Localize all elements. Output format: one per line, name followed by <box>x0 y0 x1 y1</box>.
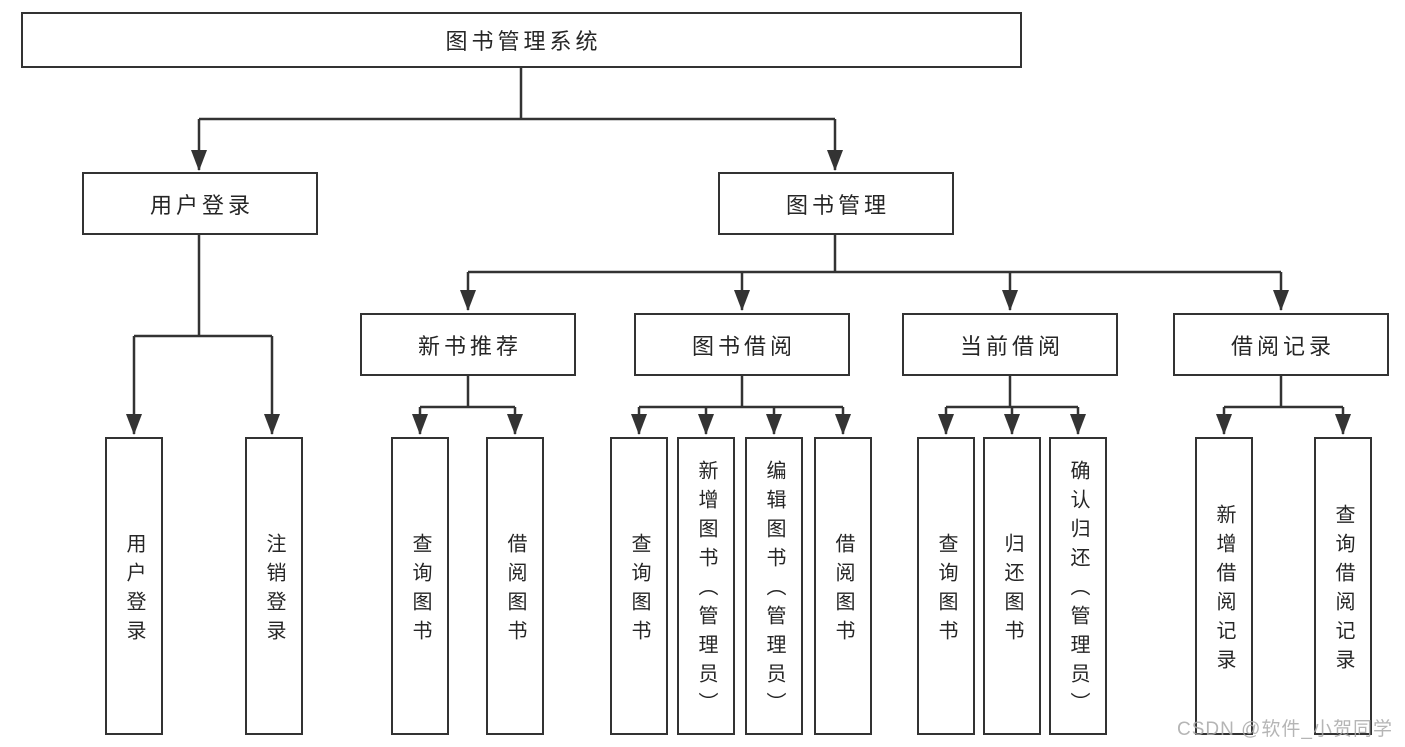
node-label: 新书推荐 <box>417 333 522 359</box>
node-current-borrowing: 当前借阅 <box>902 313 1118 376</box>
node-label: 确认归还（管理员） <box>1067 460 1089 721</box>
node-label: 借阅图书 <box>832 532 854 649</box>
leaf-borrow-books: 借阅图书 <box>814 437 872 735</box>
node-label: 注销登录 <box>263 532 285 649</box>
node-label: 图书借阅 <box>691 333 796 359</box>
leaf-borrow-books: 借阅图书 <box>486 437 544 735</box>
node-new-book-recommendation: 新书推荐 <box>360 313 576 376</box>
node-label: 图书管理 <box>785 192 890 218</box>
leaf-confirm-return-admin: 确认归还（管理员） <box>1049 437 1107 735</box>
node-label: 归还图书 <box>1001 532 1023 649</box>
node-label: 借阅记录 <box>1230 333 1335 359</box>
node-label: 当前借阅 <box>959 333 1064 359</box>
leaf-logout: 注销登录 <box>245 437 303 735</box>
node-label: 查询借阅记录 <box>1332 503 1354 678</box>
leaf-edit-book-admin: 编辑图书（管理员） <box>745 437 803 735</box>
node-label: 图书管理系统 <box>445 29 602 54</box>
leaf-return-book: 归还图书 <box>983 437 1041 735</box>
node-label: 查询图书 <box>628 532 650 649</box>
node-label: 编辑图书（管理员） <box>763 460 785 721</box>
node-user-login: 用户登录 <box>82 172 318 235</box>
leaf-add-borrow-record: 新增借阅记录 <box>1195 437 1253 735</box>
node-label: 查询图书 <box>409 532 431 649</box>
leaf-query-borrow-record: 查询借阅记录 <box>1314 437 1372 735</box>
node-label: 新增借阅记录 <box>1213 503 1235 678</box>
csdn-watermark: CSDN @软件_小贺同学 <box>1177 719 1393 740</box>
node-label: 用户登录 <box>149 192 254 218</box>
leaf-query-books: 查询图书 <box>917 437 975 735</box>
node-borrowing-records: 借阅记录 <box>1173 313 1389 376</box>
leaf-query-books: 查询图书 <box>391 437 449 735</box>
node-label: 新增图书（管理员） <box>695 460 717 721</box>
node-library-management-system: 图书管理系统 <box>21 12 1022 68</box>
leaf-add-book-admin: 新增图书（管理员） <box>677 437 735 735</box>
node-label: 借阅图书 <box>504 532 526 649</box>
leaf-query-books: 查询图书 <box>610 437 668 735</box>
node-book-management: 图书管理 <box>718 172 954 235</box>
node-label: 用户登录 <box>123 532 145 649</box>
node-book-borrowing: 图书借阅 <box>634 313 850 376</box>
node-label: 查询图书 <box>935 532 957 649</box>
leaf-user-login: 用户登录 <box>105 437 163 735</box>
